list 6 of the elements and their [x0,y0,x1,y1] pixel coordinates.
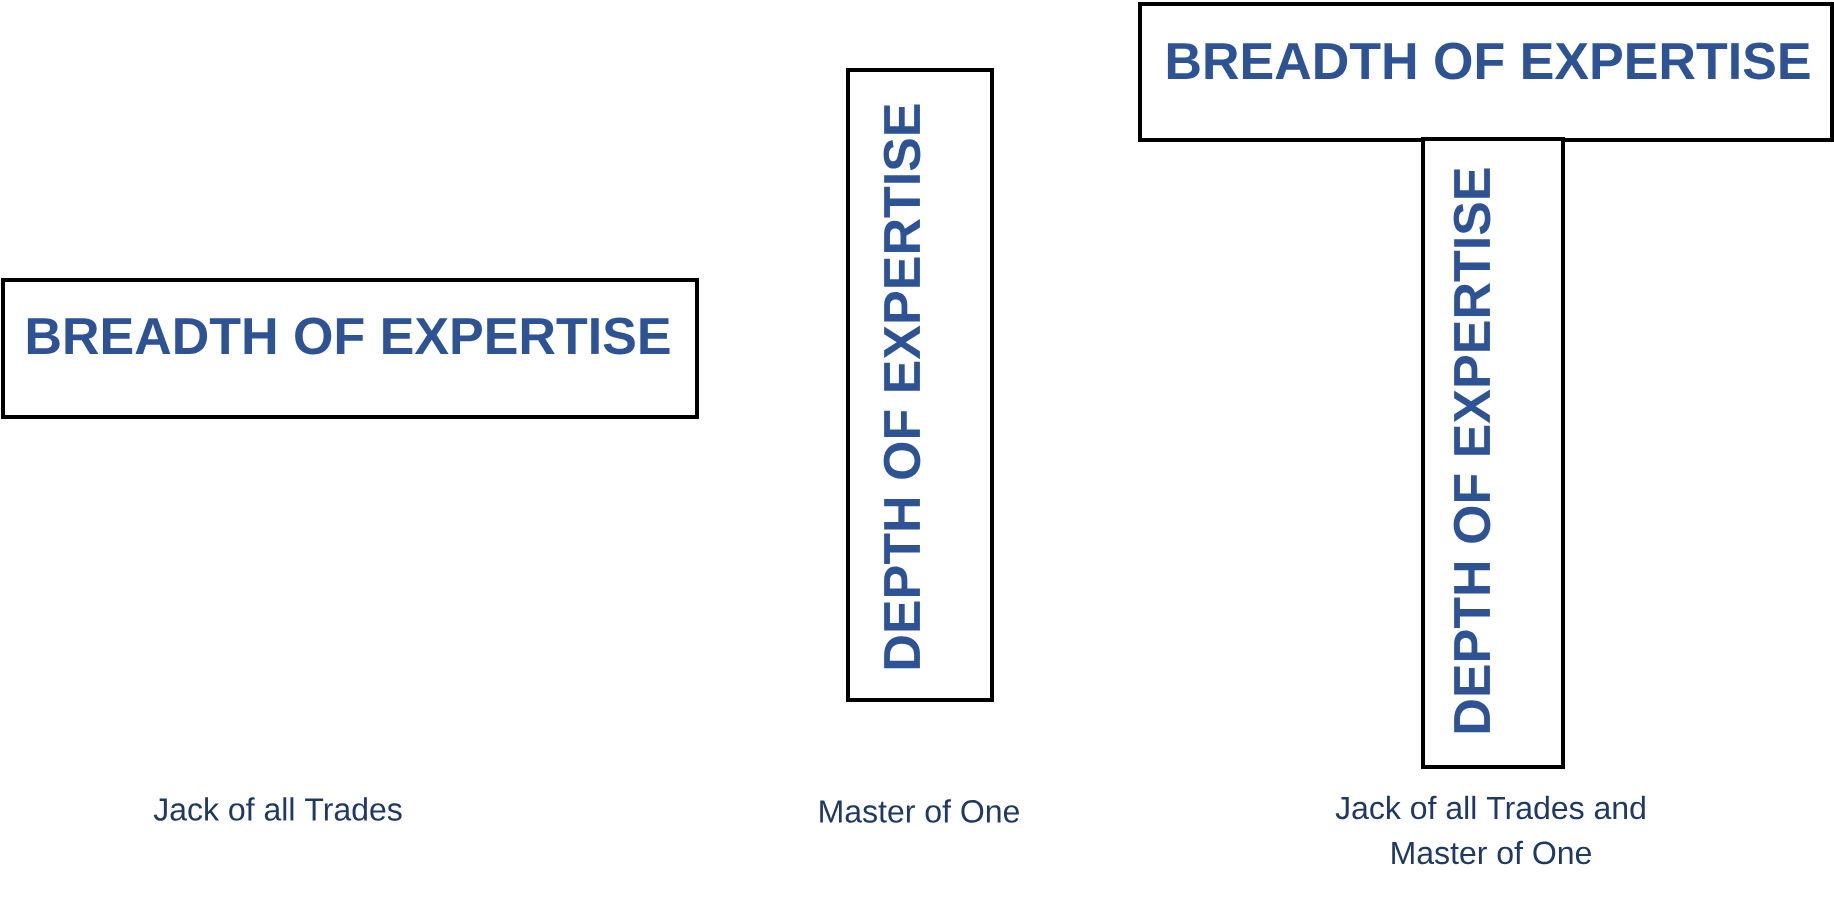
vertical-box: DEPTH OF EXPERTISE [1421,137,1565,769]
horizontal-box: BREADTH OF EXPERTISE [1,278,699,419]
caption: Master of One [820,799,1019,823]
vertical-box: DEPTH OF EXPERTISE [846,68,994,702]
caption: Jack of all Trades [153,797,402,821]
horizontal-box: BREADTH OF EXPERTISE [1138,2,1834,142]
